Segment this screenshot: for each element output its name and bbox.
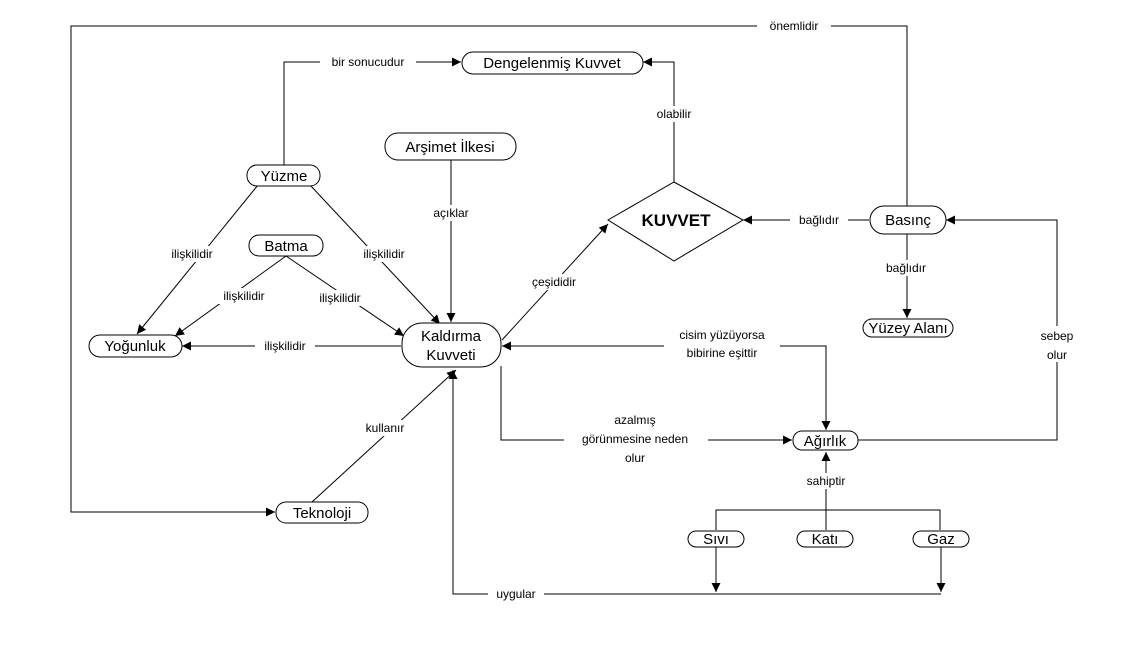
edge-labels: önemlidir bir sonucudur olabilir açıklar… <box>163 18 1083 602</box>
node-kati[interactable]: Katı <box>796 530 854 548</box>
edge-label-azalmis-line3: olur <box>625 451 645 465</box>
node-kaldirma-kuvveti[interactable]: Kaldırma Kuvveti <box>401 322 502 368</box>
edge-label-kullanir: kullanır <box>366 421 405 435</box>
edge-label-azalmis-line1: azalmış <box>614 413 655 427</box>
edge-label-cisim-line2: bibirine eşittir <box>687 346 758 360</box>
svg-text:Yüzey Alanı: Yüzey Alanı <box>868 320 947 337</box>
node-kuvvet[interactable]: KUVVET <box>607 181 745 262</box>
edge-label-azalmis-line2: görünmesine neden <box>582 432 688 446</box>
edge-label-yuzme-kaldirma: ilişkilidir <box>363 247 404 261</box>
node-batma[interactable]: Batma <box>248 234 324 257</box>
edge-uygular-kaldirma <box>448 370 941 595</box>
edge-label-batma-yogunluk: ilişkilidir <box>223 289 264 303</box>
edge-label-batma-kaldirma: ilişkilidir <box>319 291 360 305</box>
edge-label-olabilir: olabilir <box>657 107 692 121</box>
edge-label-onemlidir: önemlidir <box>770 19 819 33</box>
svg-text:Sıvı: Sıvı <box>703 531 729 548</box>
edge-label-sahiptir: sahiptir <box>807 474 846 488</box>
edge-kuvvet-dengelenmis <box>643 57 675 182</box>
edge-basinc-teknoloji <box>70 25 908 517</box>
edge-label-aciklar: açıklar <box>433 206 468 220</box>
svg-text:Yüzme: Yüzme <box>261 168 308 185</box>
edge-label-cesididir: çeşididir <box>532 275 576 289</box>
svg-text:Basınç: Basınç <box>885 212 931 229</box>
svg-text:Gaz: Gaz <box>927 531 955 548</box>
edge-label-kaldirma-yogunluk: ilişkilidir <box>264 339 305 353</box>
svg-text:Arşimet İlkesi: Arşimet İlkesi <box>405 138 494 156</box>
edge-label-yuzme-yogunluk: ilişkilidir <box>171 247 212 261</box>
edge-label-bir-sonucudur: bir sonucudur <box>332 55 405 69</box>
node-dengelenmis-kuvvet[interactable]: Dengelenmiş Kuvvet <box>461 51 644 75</box>
node-sivi[interactable]: Sıvı <box>687 530 745 548</box>
edge-states-bar <box>715 509 941 530</box>
edge-label-baglidir-kuvvet: bağlıdır <box>799 213 839 227</box>
svg-text:Kuvveti: Kuvveti <box>426 347 475 364</box>
edge-label-cisim-line1: cisim yüzüyorsa <box>679 328 765 342</box>
svg-text:Yoğunluk: Yoğunluk <box>104 338 166 355</box>
node-basinc[interactable]: Basınç <box>869 205 947 235</box>
edge-label-sebep-line2: olur <box>1047 348 1067 362</box>
edge-label-uygular: uygular <box>496 587 535 601</box>
edge-kaldirma-agirlik-esit <box>502 341 831 430</box>
edge-label-sebep-line1: sebep <box>1041 329 1074 343</box>
node-agirlik[interactable]: Ağırlık <box>792 430 859 451</box>
svg-text:Dengelenmiş Kuvvet: Dengelenmiş Kuvvet <box>483 55 621 72</box>
svg-text:Teknoloji: Teknoloji <box>293 505 351 522</box>
node-teknoloji[interactable]: Teknoloji <box>275 501 369 524</box>
svg-text:Kaldırma: Kaldırma <box>421 328 482 345</box>
svg-text:Katı: Katı <box>812 531 839 548</box>
svg-text:KUVVET: KUVVET <box>642 211 712 230</box>
node-yuzey-alani[interactable]: Yüzey Alanı <box>862 318 954 338</box>
svg-text:Ağırlık: Ağırlık <box>804 433 847 450</box>
edge-label-baglidir-yuzey: bağlıdır <box>886 261 926 275</box>
connections <box>70 25 1058 595</box>
node-arsimet-ilkesi[interactable]: Arşimet İlkesi <box>384 132 517 161</box>
node-yogunluk[interactable]: Yoğunluk <box>88 334 183 358</box>
node-gaz[interactable]: Gaz <box>912 530 970 548</box>
svg-text:Batma: Batma <box>264 238 308 255</box>
nodes: Dengelenmiş Kuvvet Arşimet İlkesi Yüzme … <box>88 51 970 548</box>
node-yuzme[interactable]: Yüzme <box>246 164 321 187</box>
